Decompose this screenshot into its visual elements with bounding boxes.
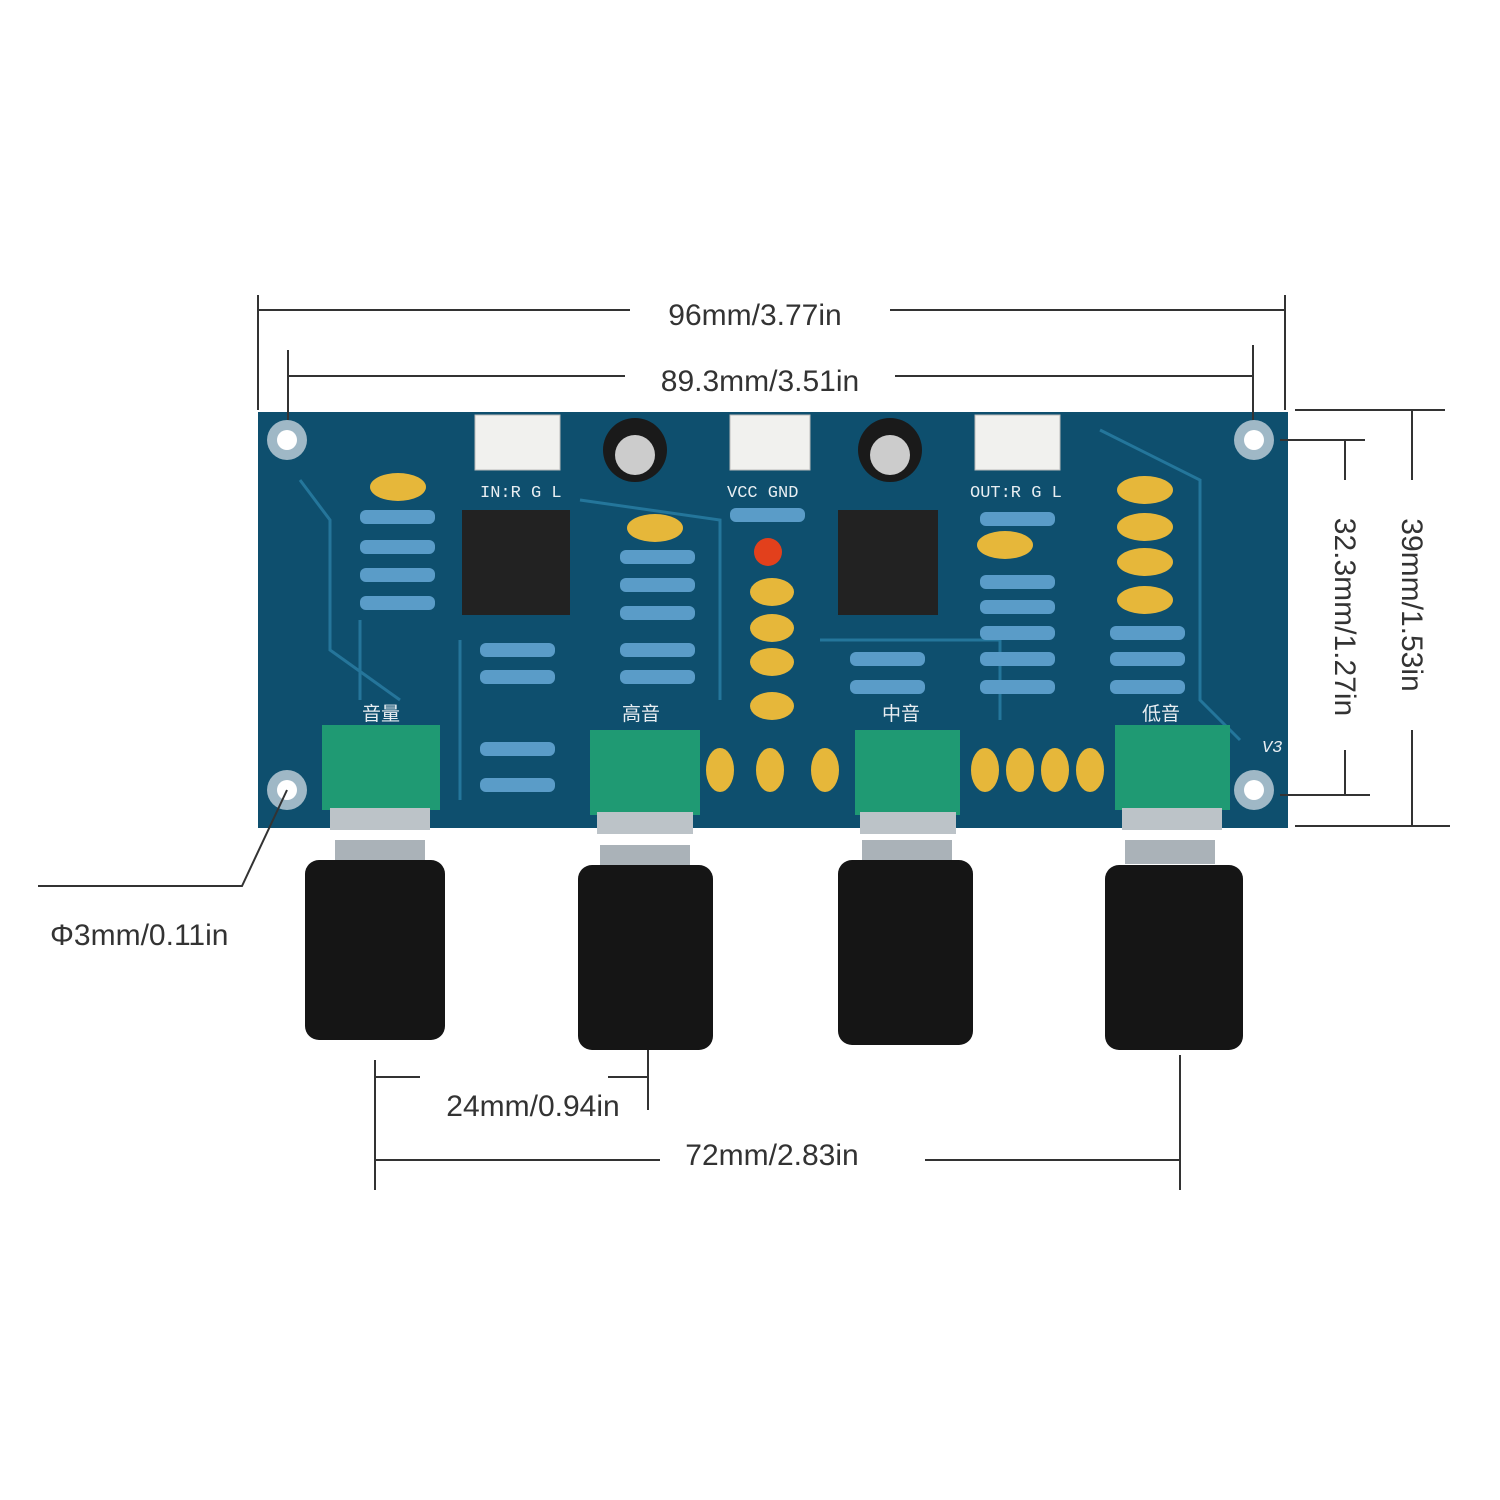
knob-label-mid: 中音	[882, 703, 920, 725]
knob-treble[interactable]	[578, 730, 713, 1050]
dimension-lines	[38, 295, 1450, 1190]
resistors	[360, 508, 1185, 792]
capacitors-electrolytic	[603, 418, 922, 482]
output-label: OUT:R G L	[970, 484, 1062, 503]
version-label: V3	[1262, 739, 1282, 758]
hole-diameter-label: Φ3mm/0.11in	[50, 919, 228, 952]
knob-span-label: 72mm/2.83in	[685, 1139, 858, 1172]
led-icon	[754, 538, 782, 566]
knob-mid[interactable]	[838, 730, 973, 1045]
knob-bass[interactable]	[1105, 725, 1243, 1050]
input-label: IN:R G L	[480, 484, 562, 503]
connectors	[474, 414, 1061, 471]
potentiometers	[305, 725, 1243, 1050]
knob-pitch-label: 24mm/0.94in	[446, 1090, 619, 1123]
power-label: VCC GND	[727, 484, 798, 503]
ic-chips	[462, 510, 938, 615]
knob-volume[interactable]	[305, 725, 445, 1040]
knob-label-treble: 高音	[622, 703, 660, 725]
hole-spacing-height-label: 32.3mm/1.27in	[1328, 518, 1361, 716]
knob-label-bass: 低音	[1142, 703, 1180, 725]
overall-height-label: 39mm/1.53in	[1395, 518, 1428, 691]
overall-width-label: 96mm/3.77in	[668, 299, 841, 332]
capacitors-ceramic	[370, 473, 1173, 792]
knob-label-volume: 音量	[362, 703, 400, 725]
hole-spacing-width-label: 89.3mm/3.51in	[661, 365, 859, 398]
